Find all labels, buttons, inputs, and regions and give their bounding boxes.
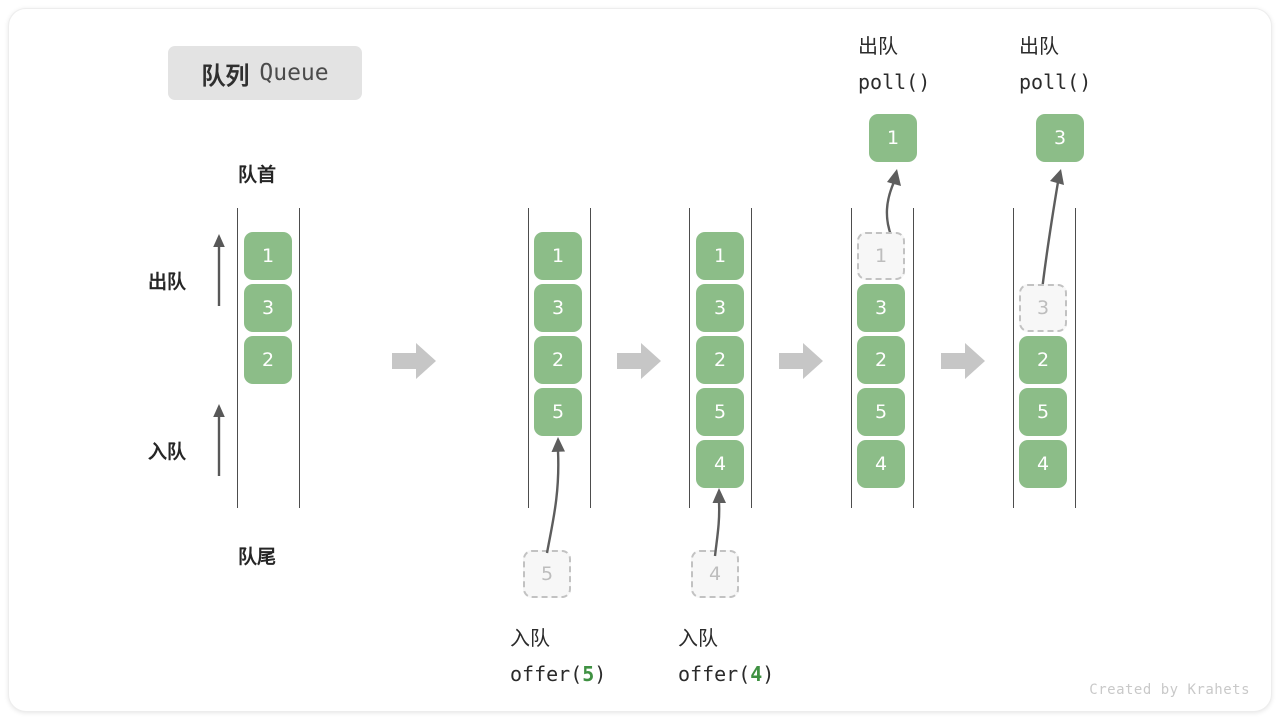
- step-arrow-icon: [392, 341, 436, 381]
- operation-label-cn: 入队: [678, 626, 718, 650]
- operation-call-suffix: ): [594, 662, 606, 686]
- step-arrow-icon: [941, 341, 985, 381]
- operation-call-value: 5: [582, 662, 594, 686]
- queue-rail-left-stage-4: [851, 208, 852, 508]
- queue-rail-left-stage-1: [237, 208, 238, 508]
- queue-rail-right-stage-1: [299, 208, 300, 508]
- queue-cell: 5: [1019, 388, 1067, 436]
- operation-call-prefix: poll(: [858, 70, 918, 94]
- operation-call-prefix: offer(: [678, 662, 750, 686]
- operation-label-stage-2: 入队 offer(5): [510, 620, 606, 692]
- queue-cell: 2: [857, 336, 905, 384]
- polled-result-cell: 1: [869, 114, 917, 162]
- label-queue-tail: 队尾: [238, 542, 276, 569]
- queue-cell: 1: [696, 232, 744, 280]
- operation-label-stage-4: 出队 poll(): [858, 28, 930, 100]
- dequeue-curve-arrow-icon: [860, 160, 930, 240]
- queue-cell: 3: [244, 284, 292, 332]
- operation-label-stage-3: 入队 offer(4): [678, 620, 774, 692]
- queue-cell: 4: [857, 440, 905, 488]
- queue-cell: 1: [244, 232, 292, 280]
- incoming-ghost-cell: 5: [523, 550, 571, 598]
- title-english: Queue: [259, 60, 328, 86]
- queue-cell: 2: [696, 336, 744, 384]
- queue-cell: 2: [244, 336, 292, 384]
- queue-cell: 5: [696, 388, 744, 436]
- polled-result-cell: 3: [1036, 114, 1084, 162]
- queue-cell-ghost: 1: [857, 232, 905, 280]
- operation-call-prefix: poll(: [1019, 70, 1079, 94]
- queue-cell: 2: [534, 336, 582, 384]
- queue-cell: 4: [1019, 440, 1067, 488]
- label-queue-head: 队首: [238, 160, 276, 187]
- label-enqueue-side: 入队: [148, 437, 186, 464]
- queue-cell: 5: [857, 388, 905, 436]
- queue-cell: 2: [1019, 336, 1067, 384]
- operation-label-cn: 出队: [858, 34, 898, 58]
- title-badge: 队列 Queue: [168, 46, 362, 100]
- queue-cell-ghost: 3: [1019, 284, 1067, 332]
- queue-rail-left-stage-5: [1013, 208, 1014, 508]
- queue-cell: 1: [534, 232, 582, 280]
- enqueue-direction-arrow-icon: [209, 404, 229, 476]
- operation-call-suffix: ): [762, 662, 774, 686]
- operation-call-value: 4: [750, 662, 762, 686]
- operation-label-cn: 出队: [1019, 34, 1059, 58]
- operation-call-suffix: ): [918, 70, 930, 94]
- title-chinese: 队列: [201, 56, 249, 91]
- queue-rail-right-stage-5: [1075, 208, 1076, 508]
- operation-call-prefix: offer(: [510, 662, 582, 686]
- label-dequeue-side: 出队: [148, 267, 186, 294]
- operation-call-suffix: ): [1079, 70, 1091, 94]
- operation-label-stage-5: 出队 poll(): [1019, 28, 1091, 100]
- enqueue-curve-arrow-icon: [690, 478, 760, 558]
- queue-rail-right-stage-3: [751, 208, 752, 508]
- step-arrow-icon: [617, 341, 661, 381]
- queue-cell: 3: [857, 284, 905, 332]
- operation-label-cn: 入队: [510, 626, 550, 650]
- step-arrow-icon: [779, 341, 823, 381]
- queue-rail-right-stage-4: [913, 208, 914, 508]
- dequeue-direction-arrow-icon: [209, 234, 229, 306]
- enqueue-curve-arrow-icon: [520, 425, 600, 555]
- credit-text: Created by Krahets: [1089, 682, 1250, 698]
- queue-cell: 3: [534, 284, 582, 332]
- queue-rail-left-stage-3: [689, 208, 690, 508]
- queue-cell: 3: [696, 284, 744, 332]
